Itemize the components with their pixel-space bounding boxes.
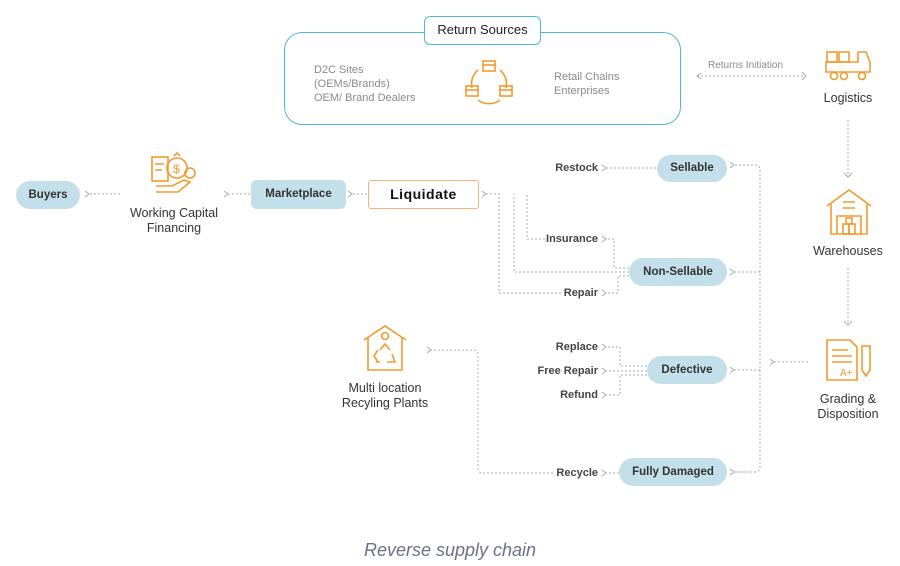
working-capital-icon: $ xyxy=(151,152,196,193)
recycling-line-1: Multi location xyxy=(348,381,422,395)
line-insurance-liquidate xyxy=(526,194,545,240)
logistics-label: Logistics xyxy=(823,91,873,105)
warehouse-icon xyxy=(826,189,872,235)
arrow-repair xyxy=(601,275,629,297)
fully-damaged-pill: Fully Damaged xyxy=(619,458,727,486)
arrow-insurance xyxy=(601,235,629,269)
grading-line-2: Disposition xyxy=(817,407,879,421)
grading-document-icon: A+ xyxy=(826,339,871,381)
defective-pill: Defective xyxy=(647,356,727,384)
marketplace-pill: Marketplace xyxy=(251,180,346,209)
recycle-label: Recycle xyxy=(556,467,598,479)
recycling-line-2: Recyling Plants xyxy=(341,396,429,410)
truck-icon xyxy=(825,51,871,81)
return-sources-left: D2C Sites (OEMs/Brands) OEM/ Brand Deale… xyxy=(314,63,415,105)
source-enterprises: Enterprises xyxy=(554,85,610,97)
restock-label: Restock xyxy=(555,162,598,174)
arrow-refund xyxy=(601,374,647,399)
replace-label: Replace xyxy=(555,341,598,353)
recycling-plant-icon xyxy=(363,325,407,371)
source-d2c: D2C Sites xyxy=(314,64,364,76)
source-dealers: OEM/ Brand Dealers xyxy=(314,92,416,104)
source-oems: (OEMs/Brands) xyxy=(314,78,390,90)
diagram-caption: Reverse supply chain xyxy=(363,540,537,560)
warehouses-label: Warehouses xyxy=(813,244,883,258)
trunk-line xyxy=(735,164,761,473)
working-capital-line-1: Working Capital xyxy=(129,206,218,220)
non-sellable-pill: Non-Sellable xyxy=(629,258,727,286)
returns-initiation-label: Returns Initiation xyxy=(708,60,784,71)
arrow-replace xyxy=(601,343,647,367)
liquidate-box: Liquidate xyxy=(368,180,479,209)
svg-text:A+: A+ xyxy=(840,368,853,379)
svg-text:$: $ xyxy=(173,162,180,176)
return-sources-right: Retail Chains Enterprises xyxy=(554,70,619,98)
source-retail: Retail Chains xyxy=(554,71,620,83)
refund-label: Refund xyxy=(560,389,598,401)
return-sources-title: Return Sources xyxy=(424,16,541,45)
line-recycle-plants xyxy=(426,346,553,474)
repair-label: Repair xyxy=(563,287,598,299)
sellable-pill: Sellable xyxy=(657,155,727,182)
free-repair-label: Free Repair xyxy=(537,365,598,377)
grading-label: Grading & Disposition xyxy=(798,392,898,422)
grading-line-1: Grading & xyxy=(819,392,877,406)
working-capital-label: Working Capital Financing xyxy=(114,206,234,236)
recycling-plants-label: Multi location Recyling Plants xyxy=(325,381,445,411)
buyers-pill: Buyers xyxy=(16,181,80,209)
stores-cycle-icon xyxy=(465,60,513,105)
insurance-label: Insurance xyxy=(546,233,598,245)
working-capital-line-2: Financing xyxy=(146,221,202,235)
